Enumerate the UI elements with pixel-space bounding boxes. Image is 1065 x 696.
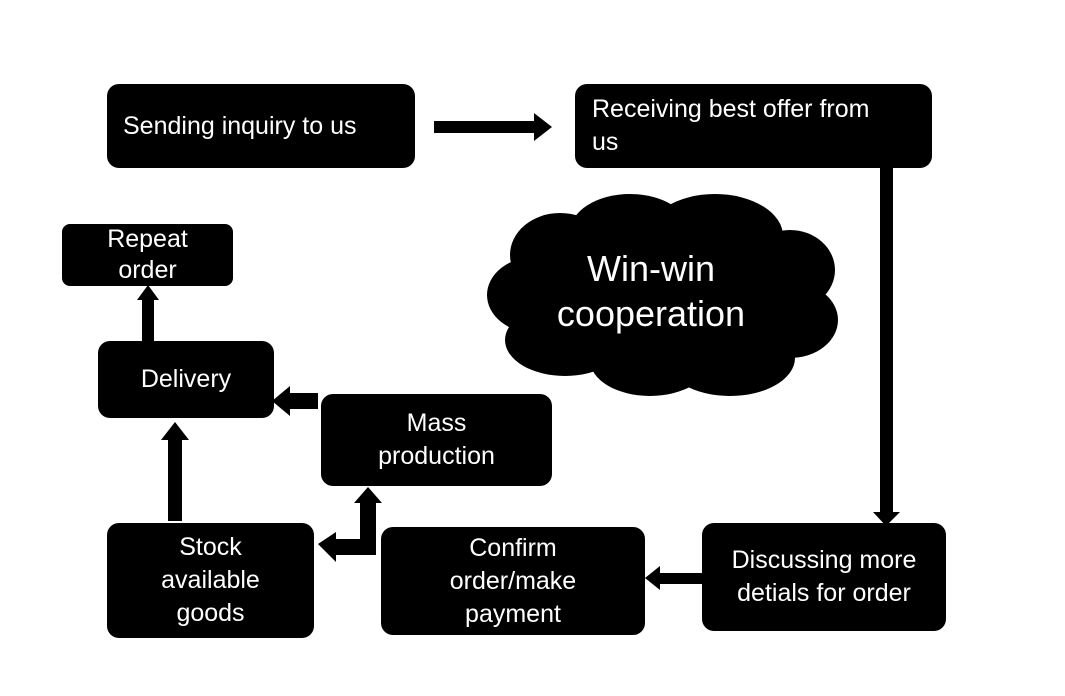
node-mass-line1: Mass	[406, 409, 467, 437]
node-stock-goods: Stock available goods	[107, 523, 314, 638]
node-receiving-offer-line1: Receiving best offer from	[592, 95, 870, 123]
node-confirm-line2: order/make	[449, 566, 577, 595]
arrow-stock-to-mass-production	[318, 487, 382, 562]
node-mass-production: Mass production	[321, 394, 552, 486]
arrow-inquiry-to-offer	[434, 113, 552, 141]
node-sending-inquiry-label: Sending inquiry to us	[123, 111, 357, 140]
arrow-offer-to-discussing	[873, 168, 900, 526]
node-confirm-line1: Confirm	[469, 533, 557, 562]
node-discussing-details: Discussing more detials for order	[702, 523, 946, 631]
node-confirm-line3: payment	[465, 599, 561, 628]
node-stock-line1: Stock	[179, 533, 242, 561]
node-delivery: Delivery	[98, 341, 274, 418]
arrow-mass-production-to-delivery	[272, 386, 318, 416]
node-delivery-label: Delivery	[140, 365, 232, 393]
win-win-cloud	[487, 194, 838, 396]
node-receiving-offer-line2: us	[592, 128, 619, 156]
win-win-line2: cooperation	[556, 293, 746, 334]
node-repeat-line2: order	[118, 256, 177, 284]
node-sending-inquiry: Sending inquiry to us	[107, 84, 415, 168]
node-receiving-offer: Receiving best offer from us	[575, 84, 932, 168]
win-win-line1: Win-win	[586, 248, 715, 289]
node-repeat-line1: Repeat	[107, 224, 188, 253]
arrow-delivery-to-repeat	[137, 285, 159, 342]
node-mass-line2: production	[378, 442, 495, 470]
node-discussing-line1: Discussing more	[731, 546, 917, 574]
arrow-stock-to-delivery	[161, 422, 189, 521]
win-win-label: Win-win cooperation	[536, 246, 766, 336]
node-confirm-order: Confirm order/make payment	[381, 527, 645, 635]
arrow-discussing-to-confirm	[645, 566, 703, 590]
node-stock-line2: available	[161, 566, 260, 594]
node-discussing-line2: detials for order	[737, 579, 911, 607]
node-stock-line3: goods	[176, 599, 245, 627]
node-repeat-order: Repeat order	[62, 224, 233, 286]
